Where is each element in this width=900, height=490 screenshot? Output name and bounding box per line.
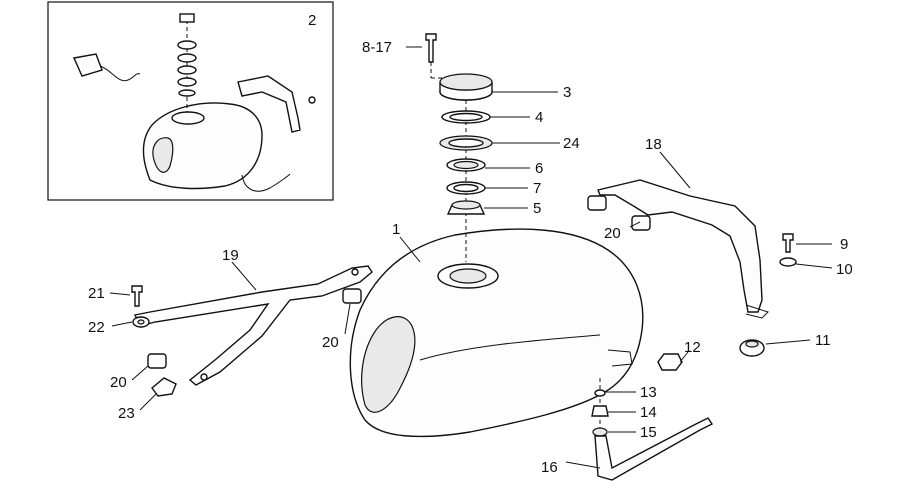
leader-20a bbox=[629, 221, 641, 228]
fuel-tank-side-line bbox=[419, 334, 601, 361]
inset-frame bbox=[47, 1, 334, 201]
ring-part-7-inner bbox=[453, 183, 479, 193]
callout-5: 5 bbox=[533, 200, 541, 217]
callout-7: 7 bbox=[533, 180, 541, 197]
rear-bracket bbox=[587, 179, 769, 319]
bolt-part-21 bbox=[131, 285, 143, 307]
leader-20b bbox=[344, 303, 351, 335]
washer-part-22-hole bbox=[137, 319, 145, 325]
drain-assembly bbox=[591, 378, 714, 481]
front-bracket-hole-b bbox=[351, 268, 359, 276]
leader-16 bbox=[565, 461, 601, 469]
callout-6: 6 bbox=[535, 160, 543, 177]
inset-ring-4 bbox=[177, 77, 197, 87]
rear-bracket-foot bbox=[745, 304, 769, 319]
front-bracket bbox=[133, 265, 373, 386]
leader-20c bbox=[131, 365, 149, 381]
hose-part-16 bbox=[594, 417, 714, 481]
callout-13: 13 bbox=[640, 384, 657, 401]
leader-22 bbox=[111, 321, 133, 327]
inset-label: 2 bbox=[308, 12, 316, 29]
right-small-parts bbox=[657, 233, 797, 371]
inset-bolt bbox=[308, 96, 316, 104]
leader-lines bbox=[109, 46, 833, 469]
inset-tank-knee-recess bbox=[152, 137, 174, 173]
leader-18 bbox=[659, 151, 691, 189]
leader-12 bbox=[679, 351, 689, 363]
leader-1 bbox=[399, 236, 421, 263]
leader-11 bbox=[765, 339, 811, 345]
fuel-tank-knee-recess bbox=[361, 316, 416, 413]
inset-rear-bracket bbox=[237, 75, 301, 133]
inset-ring-1 bbox=[177, 40, 197, 50]
front-bracket-part-19 bbox=[133, 265, 373, 386]
inset-filler-neck bbox=[171, 111, 205, 125]
callout-15: 15 bbox=[640, 424, 657, 441]
seat-part-5-top bbox=[451, 200, 481, 210]
callout-22: 22 bbox=[88, 319, 105, 336]
rubber-bush-20-b bbox=[631, 215, 651, 231]
front-bracket-hole-a bbox=[200, 373, 208, 381]
callout-3: 3 bbox=[563, 84, 571, 101]
inset-ring-3 bbox=[177, 65, 197, 75]
rubber-bush-20-c bbox=[342, 288, 362, 304]
callout-9: 9 bbox=[840, 236, 848, 253]
clip-part-15 bbox=[592, 427, 608, 437]
inset-panel: 2 bbox=[47, 1, 334, 201]
inset-cap-key bbox=[179, 13, 195, 23]
callout-12: 12 bbox=[684, 339, 701, 356]
fuel-tank-body bbox=[349, 228, 644, 438]
fuel-tank-rear-tab bbox=[607, 349, 633, 367]
clamp-part-13 bbox=[594, 389, 606, 397]
inset-ring-5 bbox=[178, 89, 196, 97]
clip-part-23 bbox=[151, 377, 177, 397]
leader-23 bbox=[139, 393, 157, 411]
callout-14: 14 bbox=[640, 404, 657, 421]
callout-21: 21 bbox=[88, 285, 105, 302]
callout-20-left: 20 bbox=[110, 374, 127, 391]
callout-labels: 8-17 3 4 24 6 7 5 1 18 20 19 20 21 22 20… bbox=[88, 39, 853, 476]
inset-pump-cable bbox=[99, 65, 141, 82]
filler-cap-face-3 bbox=[439, 73, 493, 91]
leader-10 bbox=[795, 263, 833, 269]
inset-drain-hose bbox=[241, 173, 291, 192]
callout-4: 4 bbox=[535, 109, 543, 126]
callout-11: 11 bbox=[815, 332, 831, 349]
nut-part-12 bbox=[657, 353, 683, 371]
screw-part-8-17 bbox=[425, 33, 437, 63]
callout-10: 10 bbox=[836, 261, 853, 278]
ring-part-6-inner bbox=[453, 160, 479, 170]
leader-19 bbox=[231, 261, 257, 291]
washer-part-10 bbox=[779, 257, 797, 267]
callout-8-17: 8-17 bbox=[362, 39, 392, 56]
bolt-part-9 bbox=[782, 233, 794, 253]
rear-bracket-part-18 bbox=[597, 179, 763, 313]
rubber-bush-20-d bbox=[147, 353, 167, 369]
leader-21 bbox=[109, 292, 131, 296]
grommet-part-11-hole bbox=[745, 340, 759, 348]
callout-20-rear: 20 bbox=[604, 225, 621, 242]
callout-19: 19 bbox=[222, 247, 239, 264]
filler-cap-stack bbox=[425, 33, 493, 262]
callout-23: 23 bbox=[118, 405, 135, 422]
gasket-part-24-inner bbox=[448, 138, 484, 148]
fuel-tank bbox=[349, 228, 644, 438]
rubber-bush-20-a bbox=[587, 195, 607, 211]
callout-18: 18 bbox=[645, 136, 662, 153]
callout-1: 1 bbox=[392, 221, 400, 238]
inset-ring-2 bbox=[177, 53, 197, 63]
ring-part-4-inner bbox=[449, 112, 483, 122]
fitting-part-14 bbox=[591, 405, 609, 417]
fuel-tank-filler-opening bbox=[449, 268, 487, 284]
callout-16: 16 bbox=[541, 459, 558, 476]
callout-20-front: 20 bbox=[322, 334, 339, 351]
left-small-parts bbox=[131, 285, 177, 397]
inset-tank bbox=[142, 102, 263, 190]
callout-24: 24 bbox=[563, 135, 580, 152]
inset-fuel-pump bbox=[72, 53, 103, 77]
